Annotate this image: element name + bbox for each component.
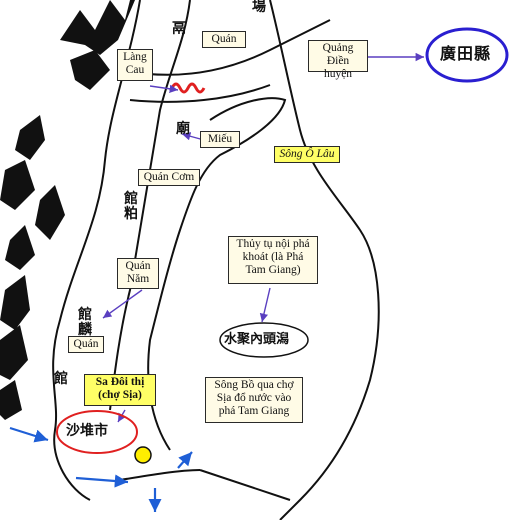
- label-song-o-lau: Sông Ô Lâu: [274, 146, 340, 163]
- market-dot: [134, 446, 152, 464]
- han-quang-dien: 廣田縣: [440, 44, 492, 63]
- label-song-bo: Sông Bồ qua chợ Sịa đổ nước vào phá Tam …: [205, 377, 303, 423]
- label-mieu: Miếu: [200, 131, 240, 148]
- red-wavy-mark: [170, 82, 206, 94]
- han-mieu: 廟: [176, 121, 190, 137]
- label-quan-nam: Quán Năm: [117, 258, 159, 289]
- label-quan-low: Quán: [68, 336, 104, 353]
- label-quang-dien: Quảng Điền huyện: [308, 40, 368, 80]
- label-thuy-tu: Thủy tụ nội phá khoát (là Phá Tam Giang): [228, 236, 318, 284]
- river-flow-arrows: [9, 426, 193, 512]
- label-lang-cau: Làng Cau: [117, 49, 153, 81]
- han-quan-low: 館: [54, 371, 68, 387]
- label-sa-doi: Sa Đôi thị (chợ Sịa): [84, 374, 156, 406]
- han-quan-com: 館粕: [124, 191, 138, 222]
- han-top-chars: 場: [252, 0, 266, 15]
- label-quan-top: Quán: [202, 31, 246, 48]
- label-quan-com: Quán Cơm: [138, 169, 200, 186]
- quang-dien-oval: [425, 27, 509, 83]
- han-sa-doi: 沙堆市: [66, 423, 108, 439]
- lagoon-oval: [219, 322, 309, 358]
- han-lagoon: 水聚內頭潟: [224, 332, 290, 347]
- han-quan-nam: 館麟: [78, 307, 92, 338]
- river-outlines: [52, 0, 380, 520]
- han-lang-cau: 鬲: [172, 21, 186, 37]
- mountain-ridges: [0, 0, 135, 420]
- sa-doi-oval: [56, 410, 138, 454]
